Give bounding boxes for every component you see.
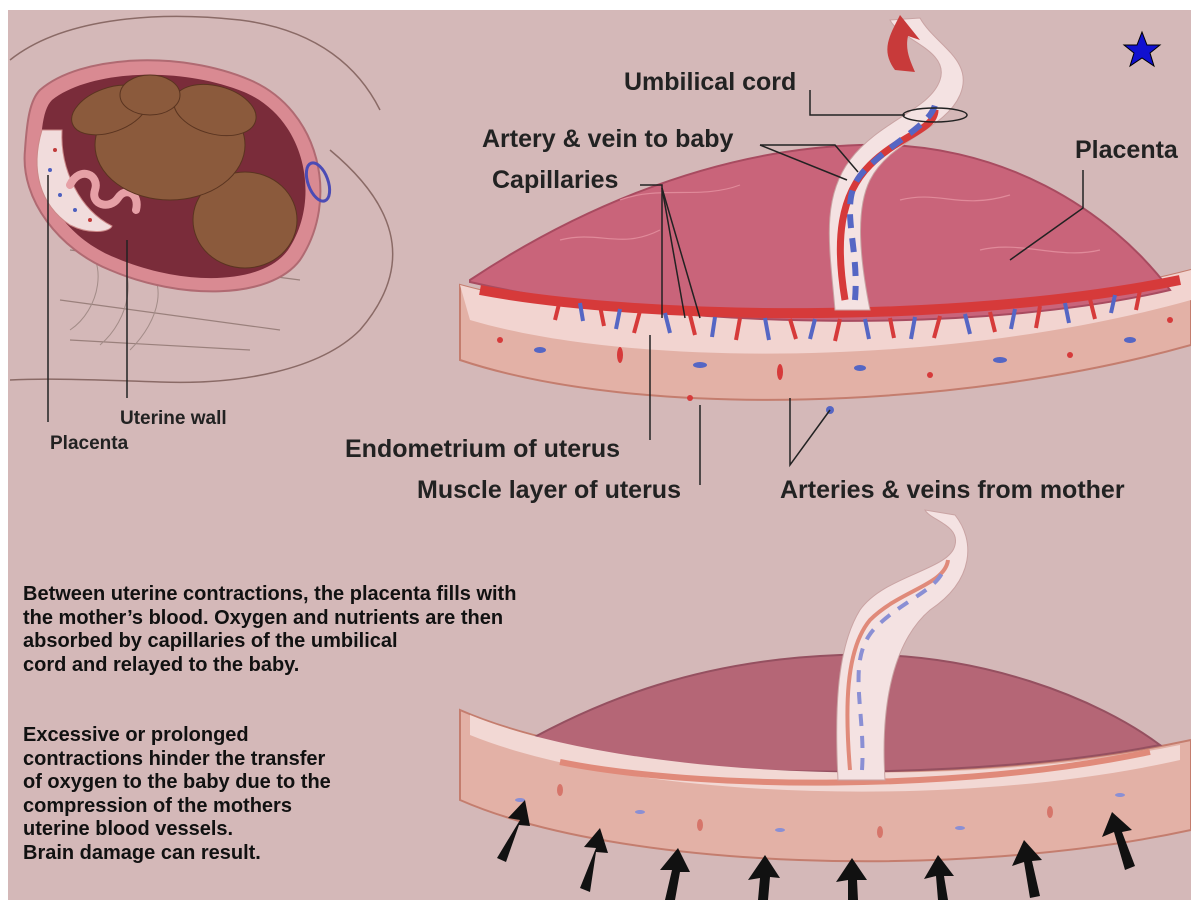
vein-dot [635, 810, 645, 814]
vessel-dot [73, 208, 77, 212]
label-placenta-left: Placenta [50, 433, 128, 455]
artery-dot [777, 364, 783, 380]
label-capillaries: Capillaries [492, 166, 618, 195]
vein-dot [1115, 793, 1125, 797]
description-line: uterine blood vessels. [23, 818, 331, 842]
vein-dot [515, 798, 525, 802]
vessel-dot [58, 193, 62, 197]
label-umbilical-cord: Umbilical cord [624, 68, 796, 97]
vein-dot [955, 826, 965, 830]
vein-dot [993, 357, 1007, 363]
description-line: of oxygen to the baby due to the [23, 771, 331, 795]
description-line: contractions hinder the transfer [23, 748, 331, 772]
description-line: Brain damage can result. [23, 842, 331, 866]
label-uterine-wall: Uterine wall [120, 408, 227, 430]
fetus-knee [120, 75, 180, 115]
vein-dot [534, 347, 546, 353]
vessel-dot [53, 148, 57, 152]
artery-dot [877, 826, 883, 838]
description-line: Excessive or prolonged [23, 724, 331, 748]
description-paragraph-2: Excessive or prolonged contractions hind… [23, 724, 331, 865]
label-artery-vein-to-baby: Artery & vein to baby [482, 125, 733, 154]
label-arteries-veins-mother: Arteries & veins from mother [780, 476, 1125, 505]
artery-dot [697, 819, 703, 831]
description-paragraph-1: Between uterine contractions, the placen… [23, 583, 516, 677]
artery-dot [1167, 317, 1173, 323]
vein-dot [693, 362, 707, 368]
label-placenta-right: Placenta [1075, 136, 1178, 165]
vein-dot [854, 365, 866, 371]
artery-dot [1047, 806, 1053, 818]
description-line: compression of the mothers [23, 795, 331, 819]
artery-dot [557, 784, 563, 796]
vein-dot [1124, 337, 1136, 343]
artery-dot [1067, 352, 1073, 358]
vessel-dot [48, 168, 52, 172]
description-line: cord and relayed to the baby. [23, 654, 516, 678]
label-endometrium: Endometrium of uterus [345, 435, 620, 464]
description-line: absorbed by capillaries of the umbilical [23, 630, 516, 654]
vessel-dot [88, 218, 92, 222]
artery-dot [617, 347, 623, 363]
description-line: the mother’s blood. Oxygen and nutrients… [23, 607, 516, 631]
vein-dot [775, 828, 785, 832]
artery-dot [497, 337, 503, 343]
artery-dot [927, 372, 933, 378]
artery-dot [687, 395, 693, 401]
label-muscle-layer: Muscle layer of uterus [417, 476, 681, 505]
description-line: Between uterine contractions, the placen… [23, 583, 516, 607]
